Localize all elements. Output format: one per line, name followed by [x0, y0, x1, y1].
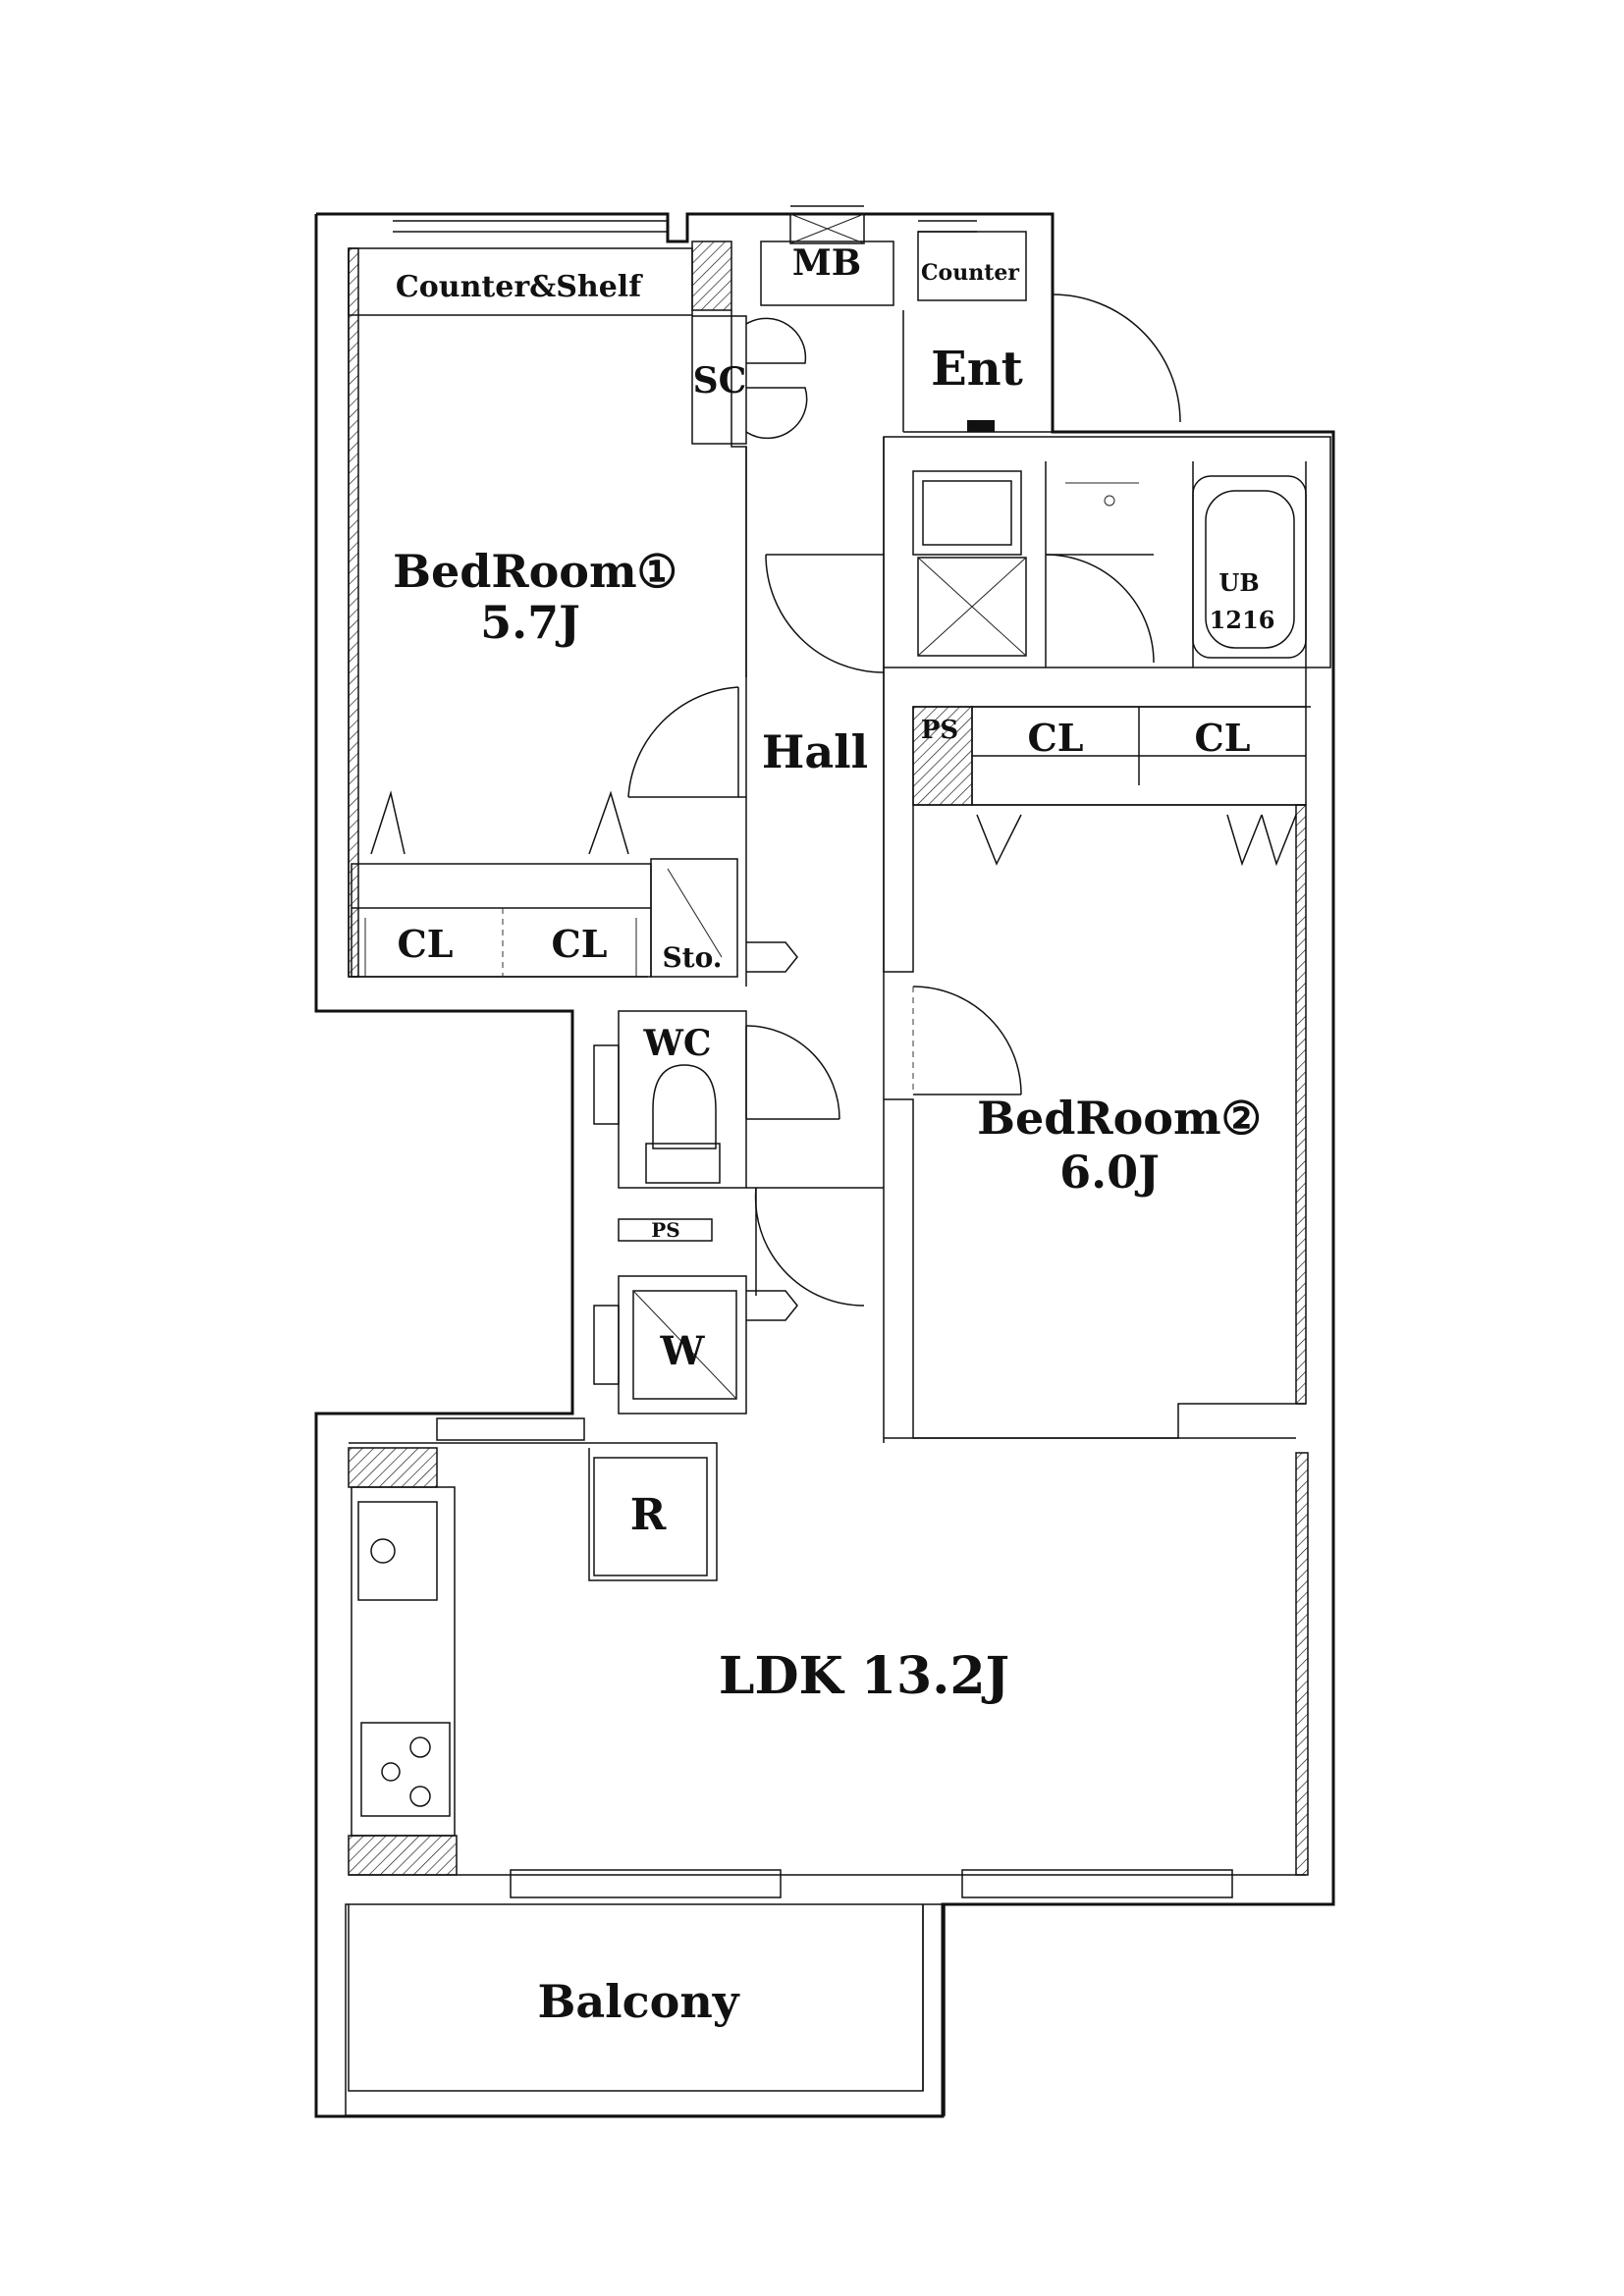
label-balcony: Balcony	[537, 1975, 739, 2028]
bedroom-2	[883, 667, 1307, 1443]
room-labels: Counter&Shelf MB Counter SC Ent BedRoom①…	[393, 242, 1274, 2028]
label-bedroom-1: BedRoom①	[393, 545, 677, 598]
label-bedroom-2-size: 6.0J	[1059, 1146, 1160, 1199]
label-storage: Sto.	[662, 941, 722, 974]
hall-area	[745, 437, 885, 1189]
label-bedroom-2: BedRoom②	[977, 1092, 1262, 1145]
bedroom-1	[348, 240, 798, 978]
bathroom-area	[765, 436, 1331, 673]
label-counter-shelf: Counter&Shelf	[396, 270, 643, 304]
label-closet-4: CL	[552, 922, 608, 966]
label-unit-bath-size: 1216	[1210, 606, 1275, 634]
label-shoe-closet: SC	[693, 360, 747, 401]
label-bedroom-1-size: 5.7J	[480, 596, 580, 649]
label-unit-bath: UB	[1218, 568, 1259, 597]
label-entrance: Ent	[931, 342, 1023, 397]
label-meter-box: MB	[792, 242, 861, 284]
label-pipe-space-1: PS	[921, 716, 958, 745]
ldk	[348, 1417, 1309, 1898]
entrance-area	[691, 213, 1181, 445]
wc-area	[593, 1010, 865, 1415]
balcony	[345, 1903, 946, 2116]
label-closet-1: CL	[1028, 716, 1084, 760]
outer-walls	[314, 205, 1335, 2118]
label-washer: W	[660, 1328, 706, 1374]
label-hall: Hall	[762, 725, 868, 778]
label-closet-2: CL	[1195, 716, 1251, 760]
label-wc: WC	[642, 1023, 711, 1064]
label-closet-3: CL	[398, 922, 454, 966]
label-ldk: LDK 13.2J	[719, 1646, 1009, 1706]
label-pipe-space-2: PS	[651, 1218, 679, 1242]
label-counter: Counter	[921, 260, 1019, 286]
label-refrigerator: R	[630, 1490, 667, 1540]
